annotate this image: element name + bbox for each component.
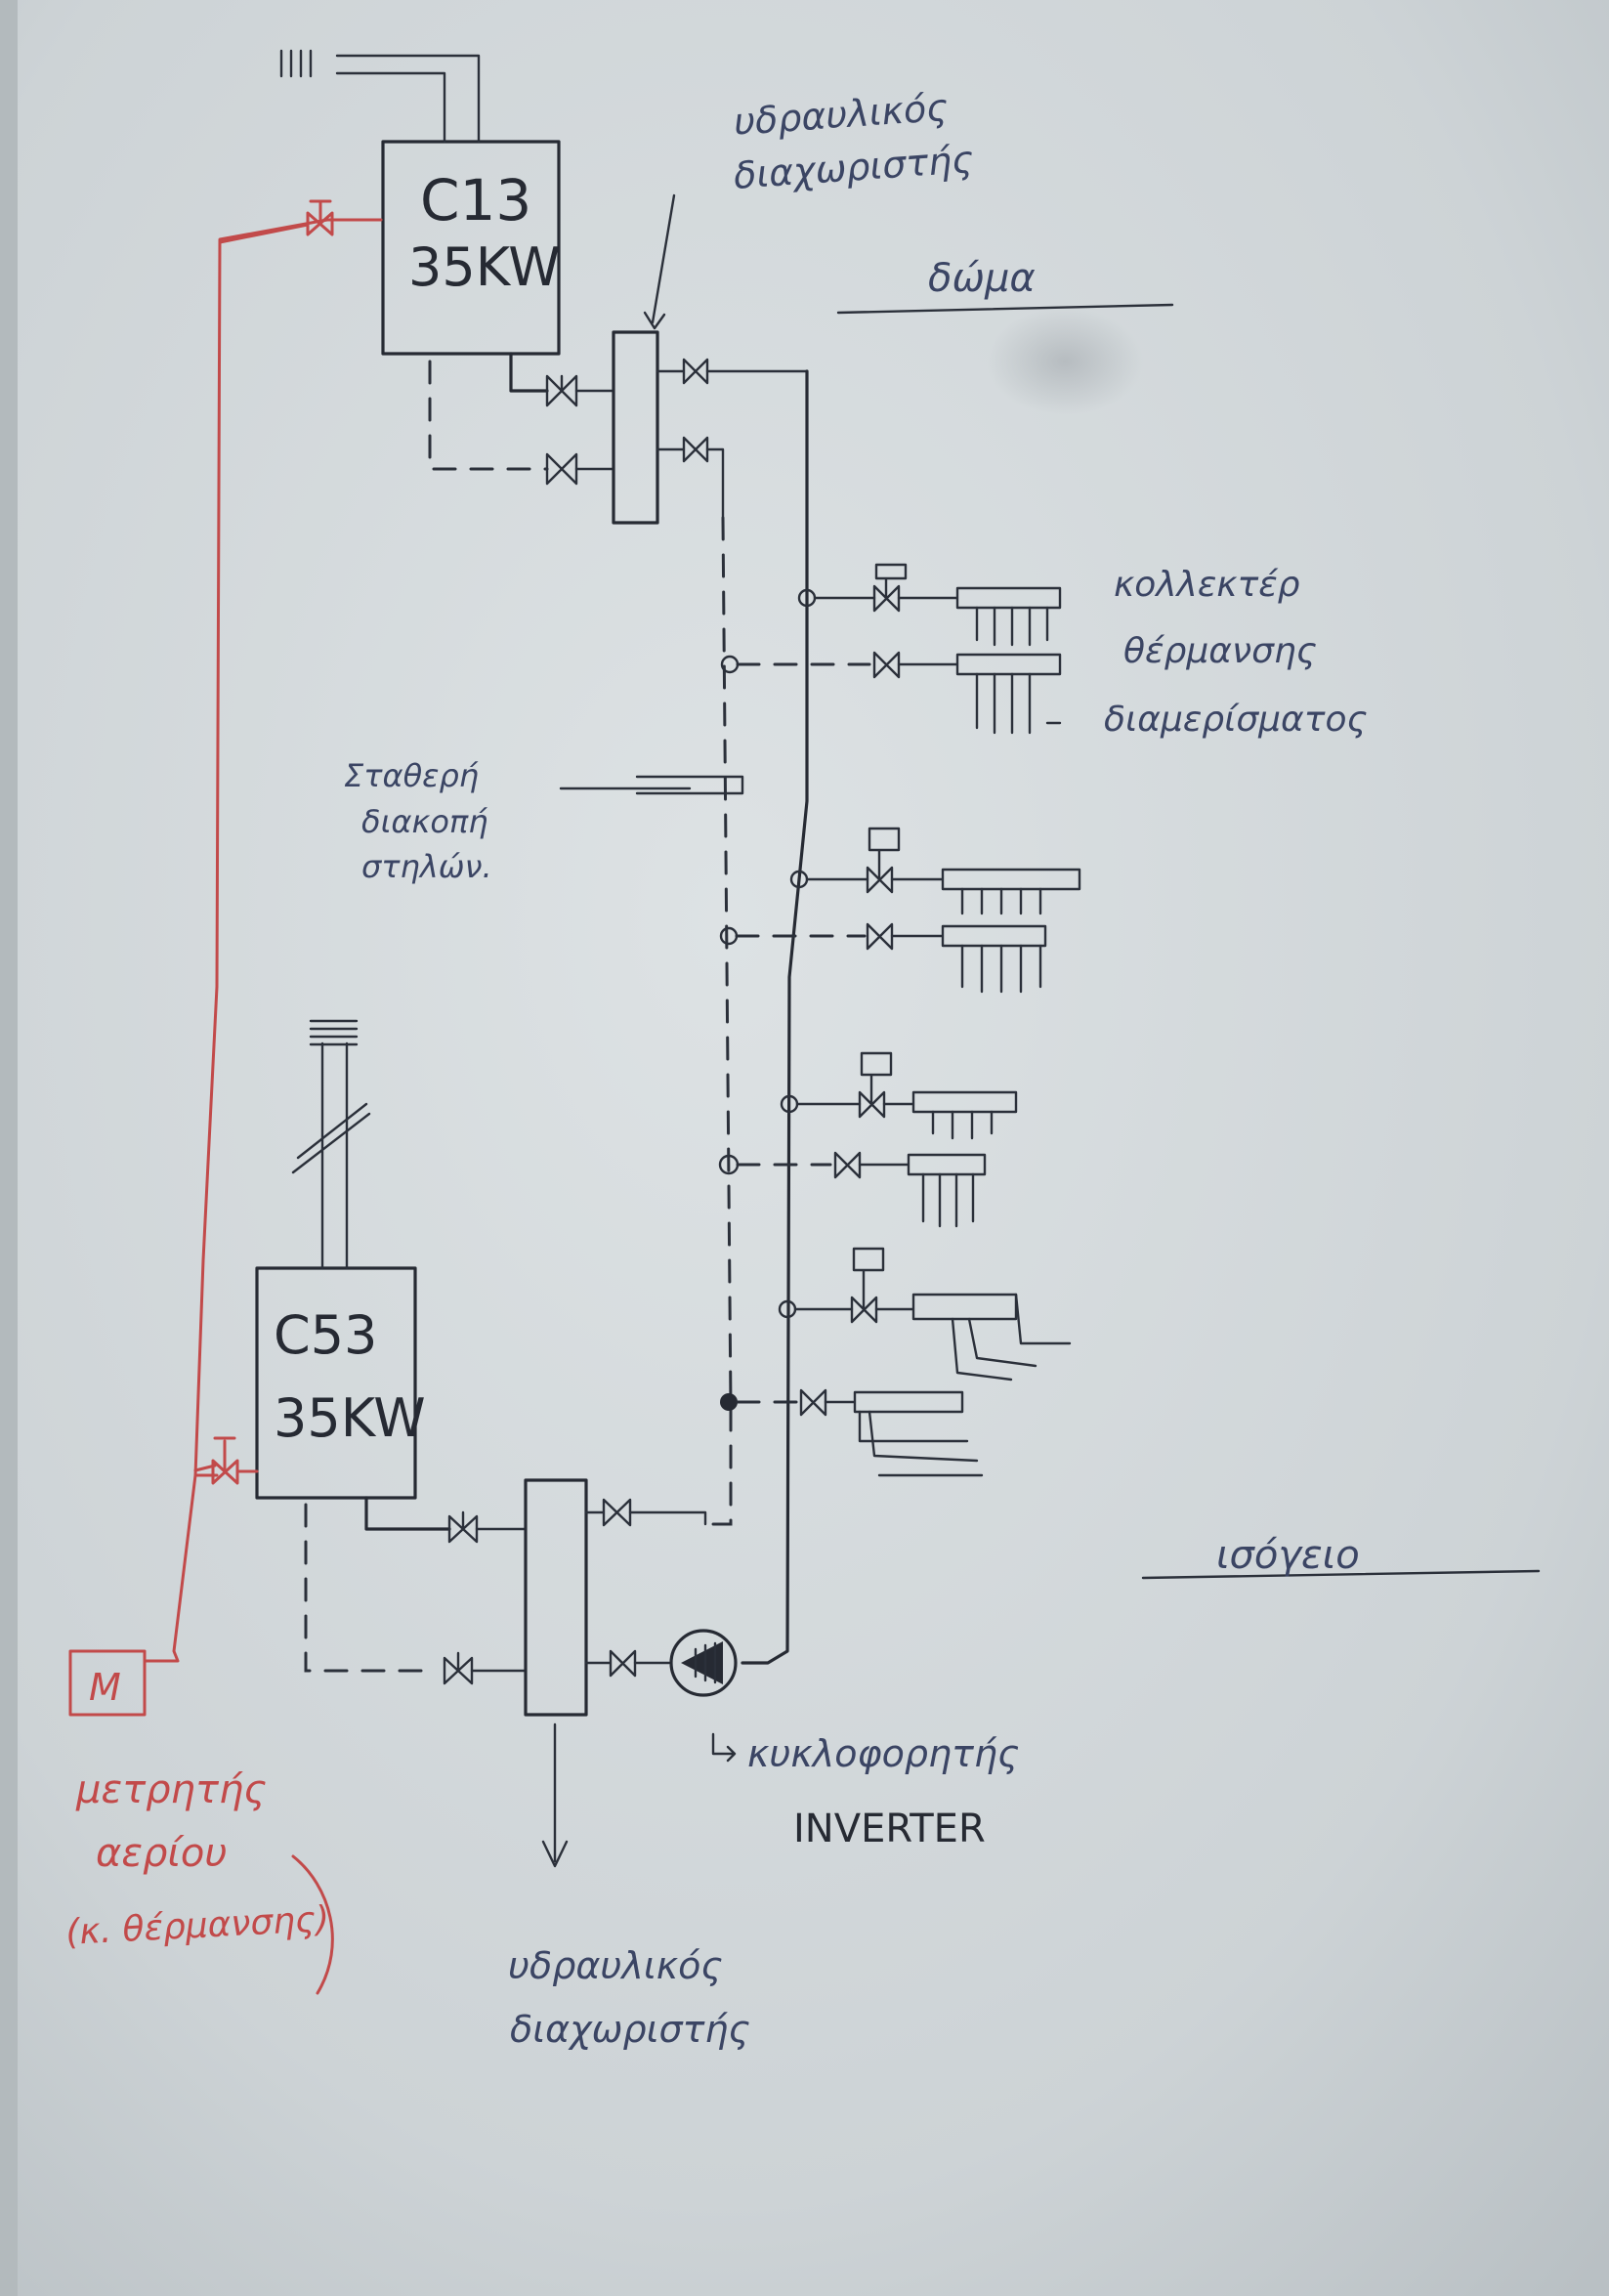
separator-bottom [524,1478,588,1717]
paper-left-edge [0,0,18,2296]
boiler-bottom: C53 35KW [255,1019,426,1500]
paper-smudge [987,308,1143,415]
separator-drain-arrow [541,1722,569,1868]
separator-top [612,330,659,525]
svg-text:στηλών.: στηλών. [361,848,492,885]
boiler-top-power: 35KW [408,236,561,298]
gas-line [143,199,383,1663]
circulator-pump [669,1629,738,1697]
riser-supply [741,369,809,1665]
svg-text:κολλεκτέρ: κολλεκτέρ [1114,565,1300,605]
valve-bottom-right-return [584,1649,671,1678]
floor-branch-2 [719,827,1081,994]
label-separator-bottom: υδραυλικός διαχωριστής [508,1944,750,2051]
floor-branch-4 [720,1247,1072,1477]
gas-meter-symbol: M [89,1666,121,1709]
label-pump: κυκλοφορητής INVERTER [747,1732,1019,1851]
riser-return-node-4 [720,1393,738,1411]
boiler-bottom-power: 35KW [274,1387,426,1449]
boiler-bottom-model: C53 [274,1304,377,1366]
floor-branch-1 [720,563,1062,735]
label-floor-ground: ισόγειο [1216,1533,1360,1578]
svg-text:διακοπή: διακοπή [361,803,487,840]
valve-bottom-right-supply [584,1498,707,1527]
svg-text:θέρμανσης: θέρμανσης [1123,631,1317,671]
valve-bottom-supply [447,1510,528,1544]
label-floor-top: δώμα [928,256,1036,301]
boiler-top: C13 35KW [279,49,561,356]
valve-bottom-return [443,1651,528,1685]
svg-text:INVERTER: INVERTER [793,1807,986,1851]
svg-text:διαχωριστής: διαχωριστής [510,2008,750,2051]
boiler-top-model: C13 [420,167,531,234]
svg-text:Σταθερή: Σταθερή [344,757,479,794]
valve-top-return [545,452,615,486]
valve-top-supply [545,374,615,407]
valve-top-right-supply [656,358,809,385]
label-fixed-riser-break: Σταθερή διακοπή στηλών. [344,757,492,885]
floor-branch-3 [718,1051,1018,1228]
svg-text:κυκλοφορητής: κυκλοφορητής [747,1732,1019,1775]
riser-return [703,516,733,1526]
valve-top-right-return [656,436,725,520]
svg-text:διαμερίσματος: διαμερίσματος [1104,700,1368,740]
label-manifolds: κολλεκτέρ θέρμανσης διαμερίσματος [1104,565,1368,740]
gas-valve-bottom [211,1436,259,1485]
gas-meter[interactable]: M [68,1649,147,1717]
svg-text:μετρητής: μετρητής [75,1767,267,1812]
svg-text:υδραυλικός: υδραυλικός [508,1944,723,1987]
svg-text:αερίου: αερίου [96,1831,228,1876]
gas-valve-top [306,199,334,236]
